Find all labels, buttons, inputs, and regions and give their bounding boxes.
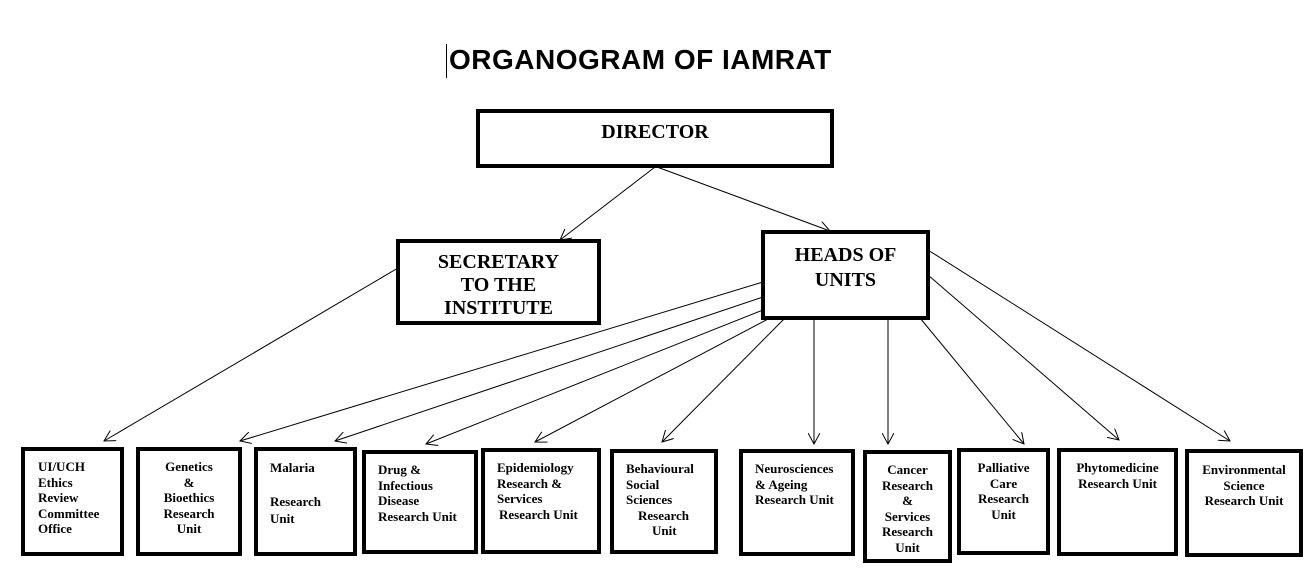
- unit-line: Palliative: [977, 460, 1030, 475]
- unit-line: Research: [977, 491, 1030, 506]
- unit-line: Behavioural: [626, 461, 694, 476]
- arrow-heads-to-unit-6: [662, 317, 786, 442]
- unit-line: Ethics: [38, 474, 73, 490]
- unit-line: Review: [38, 490, 79, 505]
- unit-box: Drug & Infectious Disease Research Unit: [362, 450, 478, 554]
- unit-line: Genetics: [165, 459, 213, 474]
- unit-line: Research: [881, 477, 934, 493]
- unit-line: Disease: [378, 493, 420, 508]
- unit-line: & Ageing: [755, 476, 808, 492]
- director-box: DIRECTOR: [476, 109, 834, 168]
- unit-line: Services: [497, 491, 543, 506]
- unit-line: Drug &: [378, 462, 421, 477]
- unit-line: Phytomedicine: [1076, 460, 1159, 475]
- unit-line: Unit: [895, 539, 920, 555]
- arrow-heads-to-unit-2: [240, 281, 764, 441]
- heads-line: HEADS OF: [794, 244, 897, 266]
- director-label: DIRECTOR: [601, 121, 709, 143]
- unit-box: Palliative Care Research Unit: [957, 448, 1050, 555]
- unit-box: Environmental Science Research Unit: [1185, 449, 1303, 557]
- unit-box: UI/UCH Ethics Review Committee Office: [21, 447, 124, 556]
- unit-line: Environmental: [1202, 462, 1286, 477]
- unit-line: Research: [881, 524, 934, 539]
- arrow-director-to-heads: [656, 166, 830, 231]
- unit-line: &: [902, 493, 913, 508]
- unit-line: Infectious: [378, 477, 433, 493]
- unit-box: Cancer Research & Services Research Unit: [863, 450, 952, 563]
- arrow-heads-to-unit-11: [927, 249, 1230, 441]
- unit-line: Research: [270, 494, 322, 509]
- unit-line: UI/UCH: [38, 459, 85, 474]
- heads-line: UNITS: [814, 269, 877, 291]
- unit-line: Research Unit: [499, 506, 578, 522]
- secretary-box: SECRETARY TO THE INSTITUTE: [396, 239, 601, 325]
- unit-line: Cancer: [887, 462, 928, 477]
- unit-box: Malaria Research Unit: [254, 447, 357, 556]
- unit-line: Research: [163, 505, 215, 521]
- unit-box: Genetics & Bioethics Research Unit: [136, 447, 242, 556]
- unit-line: Neurosciences: [755, 461, 834, 476]
- unit-box: Neurosciences & Ageing Research Unit: [739, 449, 855, 556]
- unit-line: [270, 476, 353, 493]
- unit-line: Research Unit: [1078, 475, 1157, 491]
- unit-line: Bioethics: [163, 490, 215, 505]
- arrow-director-to-secretary: [560, 166, 656, 240]
- unit-line: Research: [638, 507, 690, 523]
- unit-line: Research Unit: [1204, 493, 1284, 508]
- page-title: ORGANOGRAM OF IAMRAT: [449, 44, 832, 75]
- unit-line: Epidemiology: [497, 460, 574, 475]
- secretary-line: TO THE: [460, 274, 537, 296]
- unit-line: Sciences: [626, 492, 673, 507]
- unit-line: Malaria: [270, 460, 315, 475]
- arrow-heads-to-unit-5: [535, 317, 771, 442]
- heads-of-units-box: HEADS OF UNITS: [761, 230, 930, 320]
- unit-line: Office: [38, 521, 72, 536]
- unit-line: Unit: [652, 523, 677, 538]
- unit-line: Research &: [497, 475, 563, 491]
- arrow-heads-to-unit-4: [426, 309, 764, 444]
- unit-line: Unit: [176, 521, 202, 536]
- unit-line: Research Unit: [755, 492, 834, 507]
- arrow-heads-to-unit-3: [335, 296, 764, 441]
- unit-box: Behavioural Social Sciences Research Uni…: [610, 449, 718, 554]
- arrow-heads-to-unit-9: [919, 317, 1024, 444]
- unit-line: Committee: [38, 505, 100, 521]
- arrow-heads-to-unit-10: [927, 274, 1119, 440]
- unit-line: Unit: [991, 506, 1016, 522]
- unit-line: Care: [989, 475, 1018, 491]
- unit-line: Unit: [270, 511, 295, 526]
- arrow-secretary-to-unit-1: [104, 267, 399, 441]
- unit-line: Research Unit: [378, 508, 457, 524]
- unit-line: Science: [1223, 477, 1265, 493]
- unit-box: Epidemiology Research & Services Researc…: [481, 448, 601, 554]
- unit-box: Phytomedicine Research Unit: [1057, 448, 1178, 556]
- unit-line: Social: [626, 476, 660, 492]
- unit-line: &: [183, 474, 195, 490]
- secretary-line: INSTITUTE: [444, 297, 553, 319]
- text-cursor: [446, 44, 447, 78]
- secretary-line: SECRETARY: [437, 251, 560, 273]
- unit-line: Services: [884, 508, 931, 524]
